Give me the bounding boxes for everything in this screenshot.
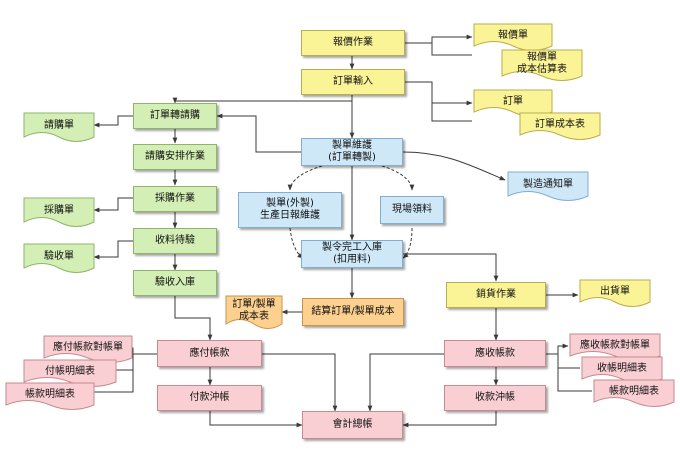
request-document: 請購單 — [23, 112, 95, 143]
quote-cost-estimate-document: 報價單 成本估算表 — [501, 49, 583, 82]
purchase-operation-node: 採購作業 — [133, 186, 217, 212]
payable-reconciliation-document: 應付帳款對帳單 — [43, 335, 133, 364]
acceptance-document: 驗收單 — [23, 243, 95, 274]
general-ledger-node: 會計總帳 — [302, 411, 403, 439]
order-cost-table-document: 訂單/製單 成本表 — [225, 295, 283, 330]
quote-document: 報價單 — [473, 23, 553, 52]
quote-operation-node: 報價作業 — [301, 30, 405, 56]
order-input-node: 訂單輸入 — [301, 69, 405, 95]
purchase-document: 採購單 — [23, 197, 95, 228]
order-to-request-node: 訂單轉請購 — [133, 103, 217, 129]
order-cost-document: 訂單成本表 — [519, 112, 601, 141]
account-detail-right-document: 帳款明細表 — [593, 379, 675, 408]
accounts-receivable-node: 應收帳款 — [444, 340, 546, 367]
outsource-daily-report-node: 製單(外製) 生產日報維護 — [238, 192, 342, 228]
accounts-payable-node: 應付帳款 — [157, 340, 262, 367]
purchase-arrange-node: 請購安排作業 — [133, 144, 217, 170]
completion-inbound-node: 製令完工入庫 (扣用料) — [301, 240, 403, 268]
receiving-node: 收料待驗 — [133, 228, 217, 254]
work-order-maintenance-node: 製單維護 (訂單轉製) — [301, 138, 403, 166]
shipping-document: 出貨單 — [579, 279, 651, 308]
close-order-cost-node: 結算訂單/製單成本 — [302, 298, 404, 326]
site-material-node: 現場領料 — [380, 196, 444, 224]
work-notice-document: 製造通知單 — [507, 171, 589, 202]
sales-operation-node: 銷貨作業 — [446, 282, 546, 308]
collection-writeoff-node: 收款沖帳 — [444, 385, 546, 411]
payment-writeoff-node: 付款沖帳 — [157, 385, 262, 411]
account-detail-left-document: 帳款明細表 — [5, 382, 95, 411]
inbound-node: 驗收入庫 — [133, 270, 217, 296]
payment-detail-document: 付帳明細表 — [23, 359, 117, 388]
